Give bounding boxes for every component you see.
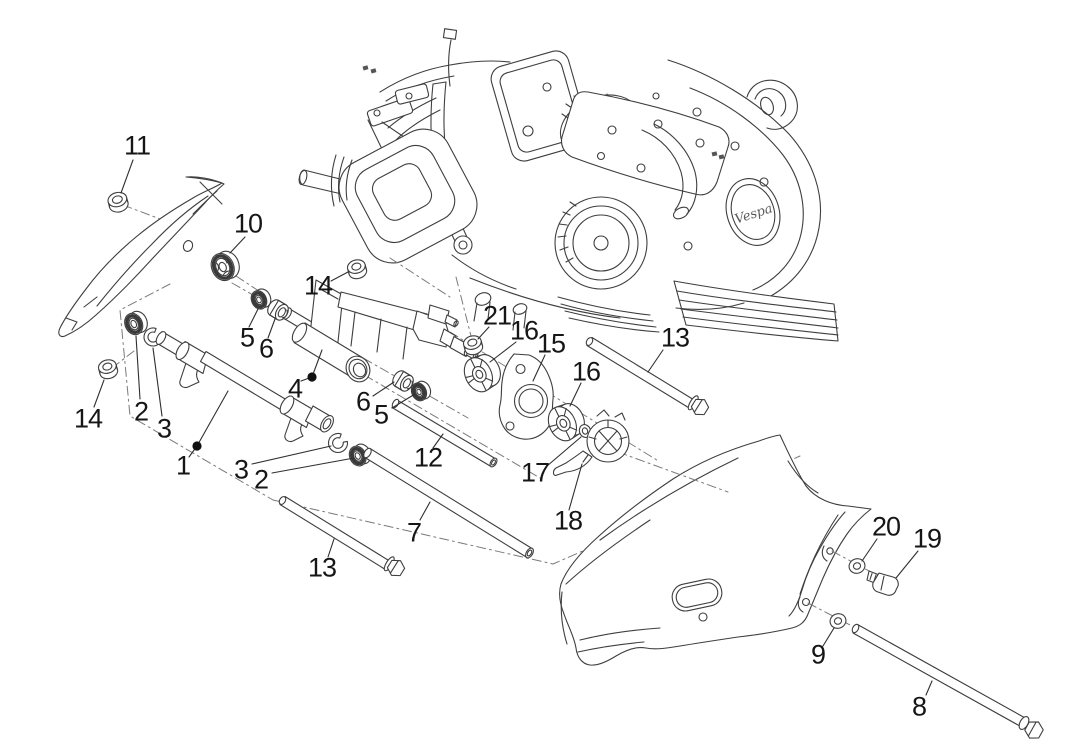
bolt-part-13-left — [278, 495, 406, 577]
part-number-label: 13 — [307, 552, 337, 583]
reference-dot — [192, 441, 202, 451]
leader-line — [372, 381, 395, 397]
nut-part-14-left — [97, 359, 119, 380]
part-number-label: 4 — [287, 373, 303, 404]
part-number-label: 21 — [482, 300, 512, 331]
washer-part-20 — [848, 558, 866, 574]
leader-line — [489, 341, 517, 363]
leader-line — [895, 550, 919, 579]
ring-part-5-right — [410, 380, 432, 402]
part-number-label: 1 — [175, 450, 191, 481]
cover-part-18 — [552, 409, 630, 476]
part-number-label: 5 — [373, 399, 389, 430]
washer-part-9 — [829, 613, 847, 629]
bushing-part-6-left — [267, 299, 289, 321]
bolt-part-13-right — [585, 336, 710, 416]
leader-line — [568, 463, 583, 511]
pivot-shaft-part-1 — [155, 330, 334, 443]
part-number-label: 16 — [509, 315, 539, 346]
bolt-part-19 — [866, 570, 899, 596]
part-number-label: 15 — [536, 328, 566, 359]
part-number-label: 8 — [911, 691, 927, 722]
disc-part-16-left — [463, 354, 501, 393]
bushing-part-6-right — [392, 370, 414, 392]
disc-part-16-right — [547, 403, 585, 442]
part-number-label: 12 — [413, 442, 443, 473]
leader-line — [432, 433, 444, 449]
part-number-label: 6 — [258, 333, 274, 364]
leader-line — [93, 379, 105, 408]
leader-line — [647, 349, 664, 373]
nut-part-21 — [462, 335, 484, 356]
leader-line — [546, 436, 582, 467]
part-number-label: 2 — [133, 396, 149, 427]
tube-part-7 — [363, 447, 534, 559]
part-number-label: 17 — [520, 457, 550, 488]
leader-line — [120, 159, 134, 194]
part-number-label: 16 — [571, 356, 601, 387]
bracket-part-15 — [498, 353, 554, 440]
part-number-label: 10 — [233, 208, 263, 239]
leader-line — [251, 445, 332, 465]
part-number-label: 11 — [123, 130, 151, 161]
leader-line — [419, 501, 431, 521]
leader-line — [271, 457, 355, 474]
engine-illustration: Vespa — [298, 28, 839, 342]
leader-line — [248, 308, 259, 328]
leader-line — [861, 538, 878, 562]
leader-line — [330, 271, 349, 282]
leader-line — [569, 382, 582, 407]
leader-line — [822, 627, 835, 647]
leader-line — [135, 335, 141, 400]
right-side-panel — [559, 434, 872, 666]
reference-dot — [307, 372, 317, 382]
leader-line — [327, 538, 335, 558]
part-number-label: 18 — [553, 505, 583, 536]
part-number-label: 14 — [303, 270, 333, 301]
part-number-label: 3 — [156, 413, 172, 444]
swingarm-part-4 — [282, 279, 479, 383]
nut-part-14-top — [346, 259, 368, 280]
part-number-label: 6 — [355, 386, 371, 417]
part-number-label: 14 — [73, 403, 103, 434]
leader-lines-layer — [93, 159, 933, 696]
part-number-label: 19 — [912, 523, 942, 554]
tube-part-12 — [391, 398, 498, 468]
bolt-part-8 — [851, 623, 1044, 739]
ring-part-5-left — [250, 288, 272, 310]
part-number-label: 9 — [810, 639, 826, 670]
leader-line — [391, 393, 416, 409]
leader-line — [267, 318, 276, 339]
bushing-part-3-right — [327, 432, 349, 454]
leader-line — [152, 347, 163, 417]
bushing-part-10 — [210, 250, 240, 282]
part-number-label: 13 — [660, 322, 690, 353]
leader-line — [925, 680, 933, 696]
part-number-label: 7 — [406, 517, 422, 548]
part-number-label: 3 — [233, 454, 249, 485]
leader-line — [229, 236, 246, 254]
leader-line — [532, 354, 546, 382]
part-number-label: 20 — [871, 511, 901, 542]
part-number-label: 5 — [239, 322, 255, 353]
part-number-label: 2 — [253, 464, 269, 495]
leader-line — [477, 326, 490, 340]
bearing-part-2-left — [124, 310, 148, 336]
nut-part-11 — [107, 191, 129, 213]
left-trim-panel — [58, 176, 225, 338]
